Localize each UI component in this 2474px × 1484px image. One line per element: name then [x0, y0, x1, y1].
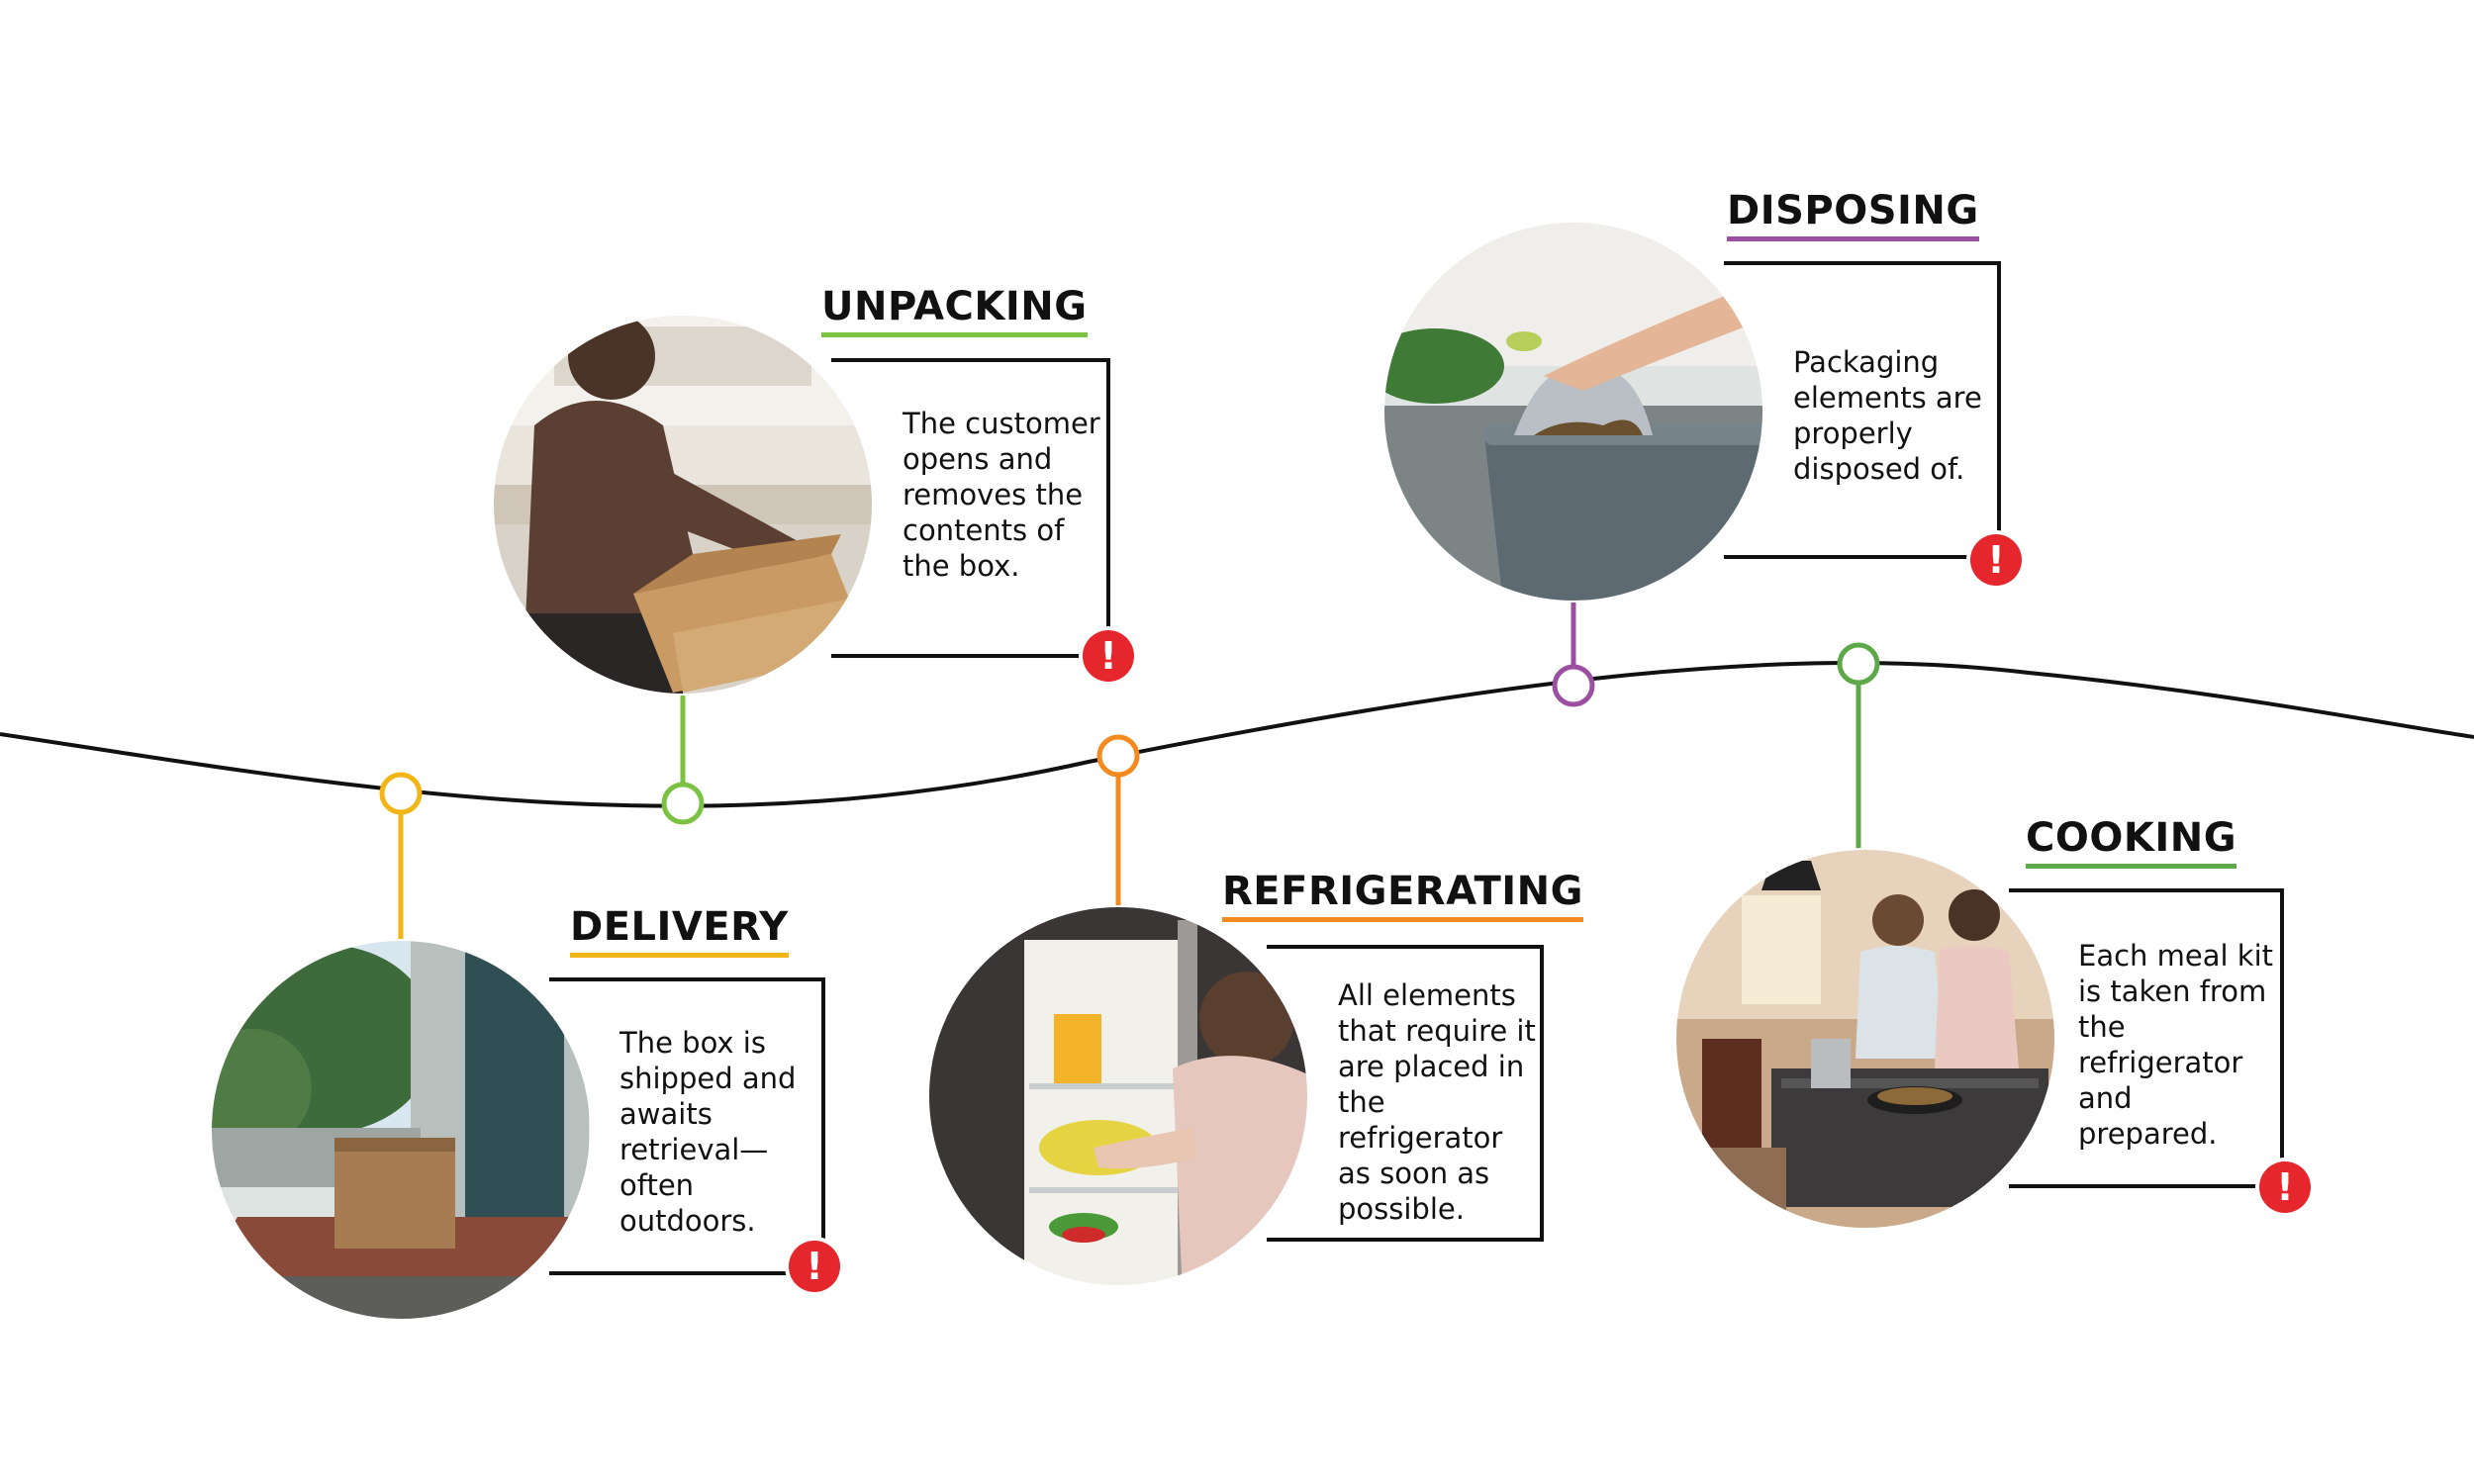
stage-description: Each meal kit is taken from the refriger…: [2078, 939, 2273, 1151]
stage-title: DELIVERY: [570, 907, 789, 958]
stage-title: DISPOSING: [1727, 191, 1979, 241]
stage-title: UNPACKING: [821, 287, 1088, 337]
cooking-callout-frame: [2009, 888, 2284, 1188]
exclamation-alert-icon: !: [2259, 1161, 2311, 1213]
exclamation-alert-icon: !: [1083, 630, 1134, 682]
stage-title: REFRIGERATING: [1222, 872, 1583, 922]
disposing-callout-frame: [1724, 261, 2001, 559]
unpacking-node: [661, 782, 705, 825]
disposing-photo-icon: [1383, 222, 1763, 602]
unpacking-callout-frame: [831, 358, 1110, 658]
delivery-callout-frame: [549, 977, 825, 1275]
stage-title: COOKING: [2026, 818, 2237, 869]
timeline-path: [0, 661, 2474, 808]
disposing-node: [1552, 664, 1595, 707]
refrigerating-node: [1096, 734, 1140, 778]
stage-description: Packaging elements are properly disposed…: [1793, 345, 1982, 486]
cooking-node: [1837, 642, 1880, 686]
stage-description: The customer opens and removes the conte…: [903, 407, 1100, 583]
unpacking-photo-icon: [493, 315, 873, 695]
refrigerating-callout-frame: [1267, 945, 1544, 1242]
delivery-photo-icon: [211, 940, 591, 1320]
delivery-node: [379, 772, 423, 815]
cooking-photo-icon: [1675, 849, 2055, 1229]
stage-description: The box is shipped and awaits retrieval—…: [619, 1026, 797, 1238]
exclamation-alert-icon: !: [789, 1241, 840, 1292]
exclamation-alert-icon: !: [1970, 534, 2022, 586]
stage-description: All elements that require it are placed …: [1338, 978, 1536, 1226]
refrigerating-photo-icon: [928, 906, 1308, 1286]
